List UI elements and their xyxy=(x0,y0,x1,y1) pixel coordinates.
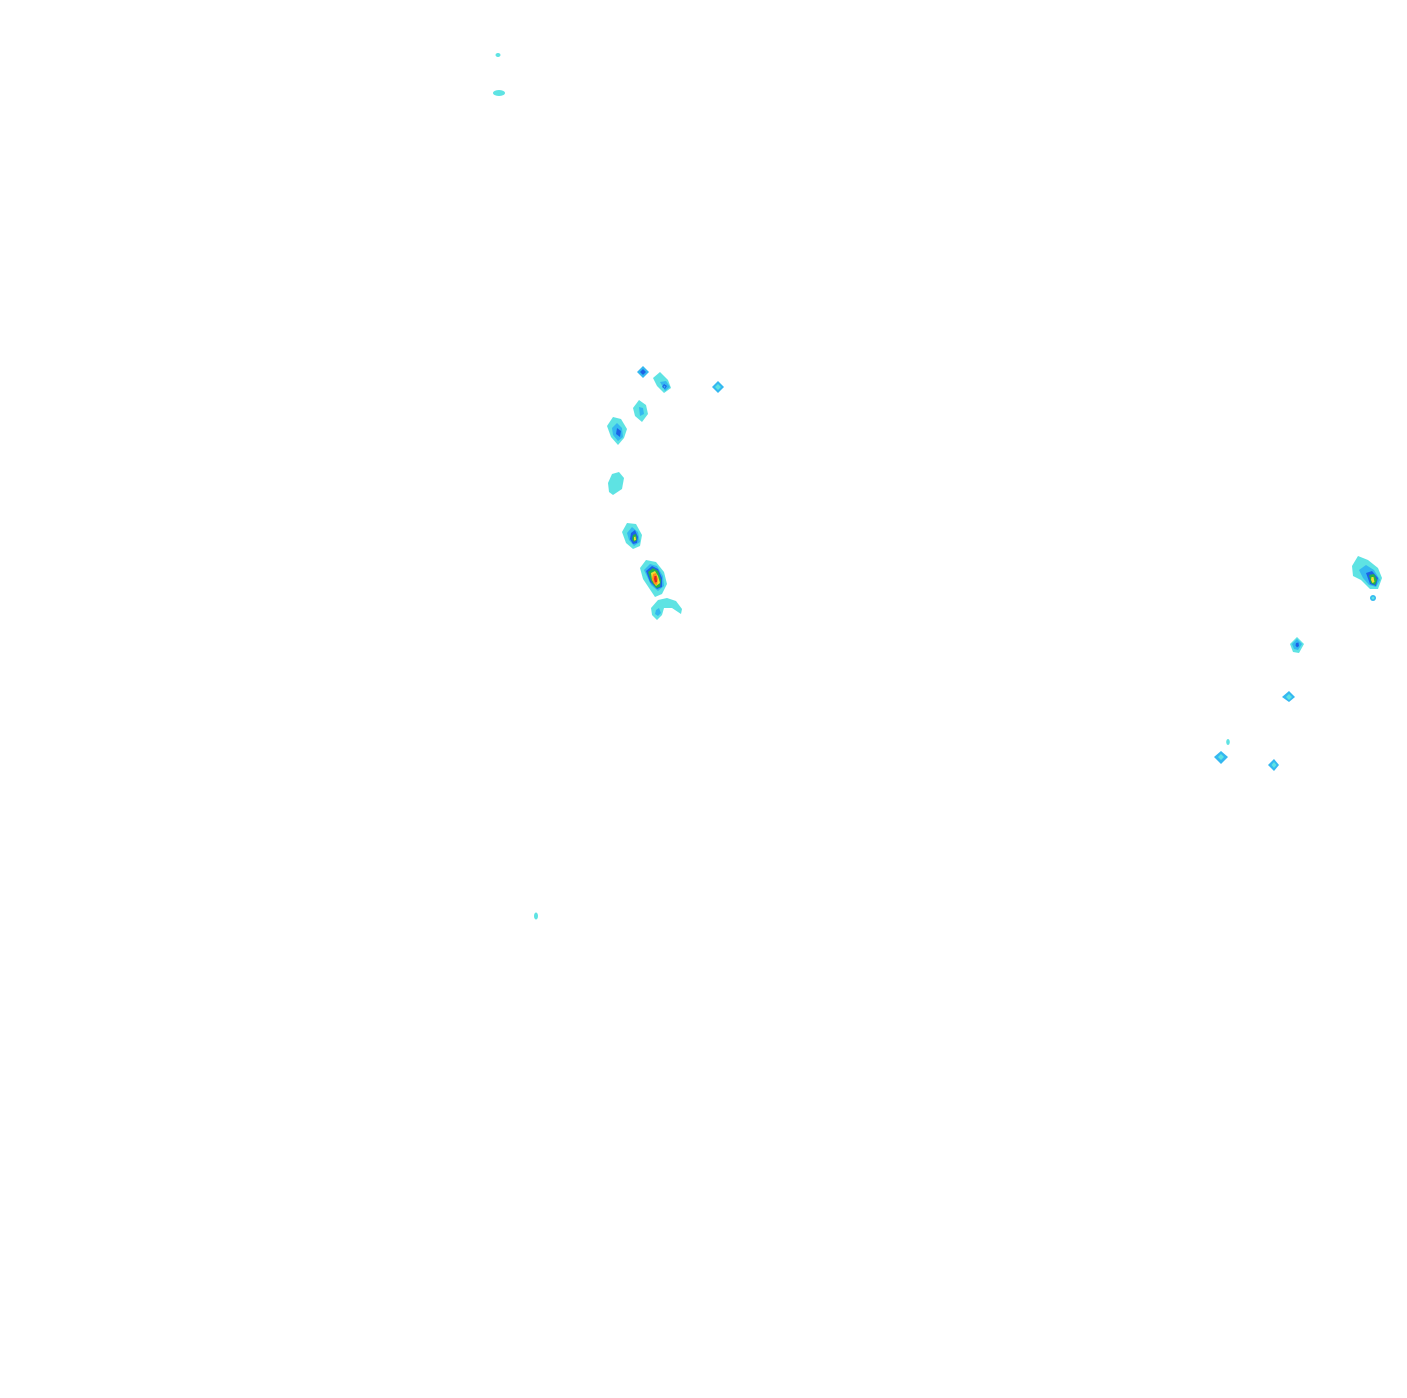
contour-spot-b xyxy=(493,90,505,96)
contour-level-1 xyxy=(534,912,538,920)
contour-cluster-e-2 xyxy=(1290,637,1304,653)
contour-cluster-e-4 xyxy=(1214,751,1228,764)
contour-cluster-w-6 xyxy=(608,472,624,495)
contour-level-1 xyxy=(495,53,501,57)
contour-cluster-w-3 xyxy=(712,381,724,393)
contour-spot-a xyxy=(495,53,501,57)
contour-cluster-w-2 xyxy=(653,372,671,393)
contour-level-1 xyxy=(608,472,624,495)
contour-level-7 xyxy=(654,576,657,583)
contour-level-1 xyxy=(1226,739,1230,745)
contour-cluster-w-5 xyxy=(607,417,627,445)
contour-level-3 xyxy=(1295,642,1299,648)
contour-level-5 xyxy=(1371,577,1375,583)
contour-level-2 xyxy=(639,407,644,416)
contour-level-1 xyxy=(493,90,505,96)
contour-cluster-e-6 xyxy=(1226,739,1230,745)
contour-level-1 xyxy=(1218,754,1224,760)
contour-level-2-core xyxy=(663,385,666,388)
contour-level-5 xyxy=(634,536,636,541)
contour-level-1-spot xyxy=(1371,596,1375,600)
contour-cluster-w-8 xyxy=(640,560,667,597)
contour-level-1 xyxy=(1271,762,1277,768)
contour-level-3 xyxy=(640,369,646,375)
contour-cluster-w-1 xyxy=(637,366,649,378)
contour-level-3 xyxy=(616,428,621,437)
contour-level-1 xyxy=(715,384,721,390)
contour-level-2 xyxy=(655,608,661,616)
contour-cluster-w-7 xyxy=(622,523,642,549)
contour-cluster-w-9 xyxy=(651,598,682,620)
contour-level-1 xyxy=(1286,694,1292,700)
contour-cluster-e-3 xyxy=(1282,691,1295,702)
contour-cluster-e-1 xyxy=(1352,556,1382,601)
contour-spot-c xyxy=(534,912,538,920)
contour-cluster-w-4 xyxy=(633,400,648,422)
contour-cluster-e-5 xyxy=(1268,759,1279,771)
